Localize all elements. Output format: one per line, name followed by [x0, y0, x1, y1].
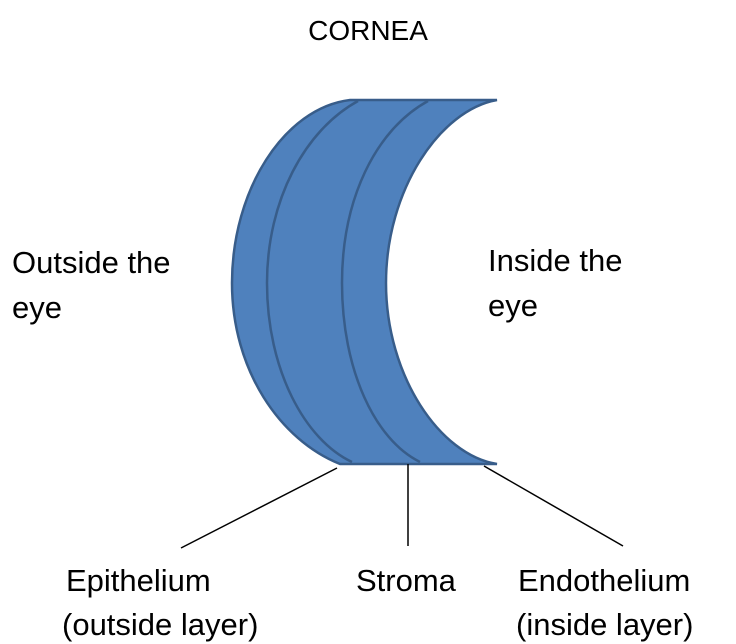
epithelium-leader-line [181, 468, 337, 548]
cornea-body [232, 100, 497, 464]
epithelium-sublabel: (outside layer) [62, 609, 258, 640]
endothelium-label: Endothelium [518, 565, 690, 596]
outside-eye-label-line2: eye [12, 292, 62, 323]
endothelium-leader-line [484, 466, 623, 546]
endothelium-sublabel: (inside layer) [516, 609, 693, 640]
stroma-label: Stroma [356, 565, 456, 596]
inside-eye-label-line2: eye [488, 290, 538, 321]
inside-eye-label: Inside the [488, 245, 622, 276]
outside-eye-label: Outside the [12, 247, 171, 278]
epithelium-label: Epithelium [66, 565, 211, 596]
diagram-title: CORNEA [0, 17, 736, 45]
